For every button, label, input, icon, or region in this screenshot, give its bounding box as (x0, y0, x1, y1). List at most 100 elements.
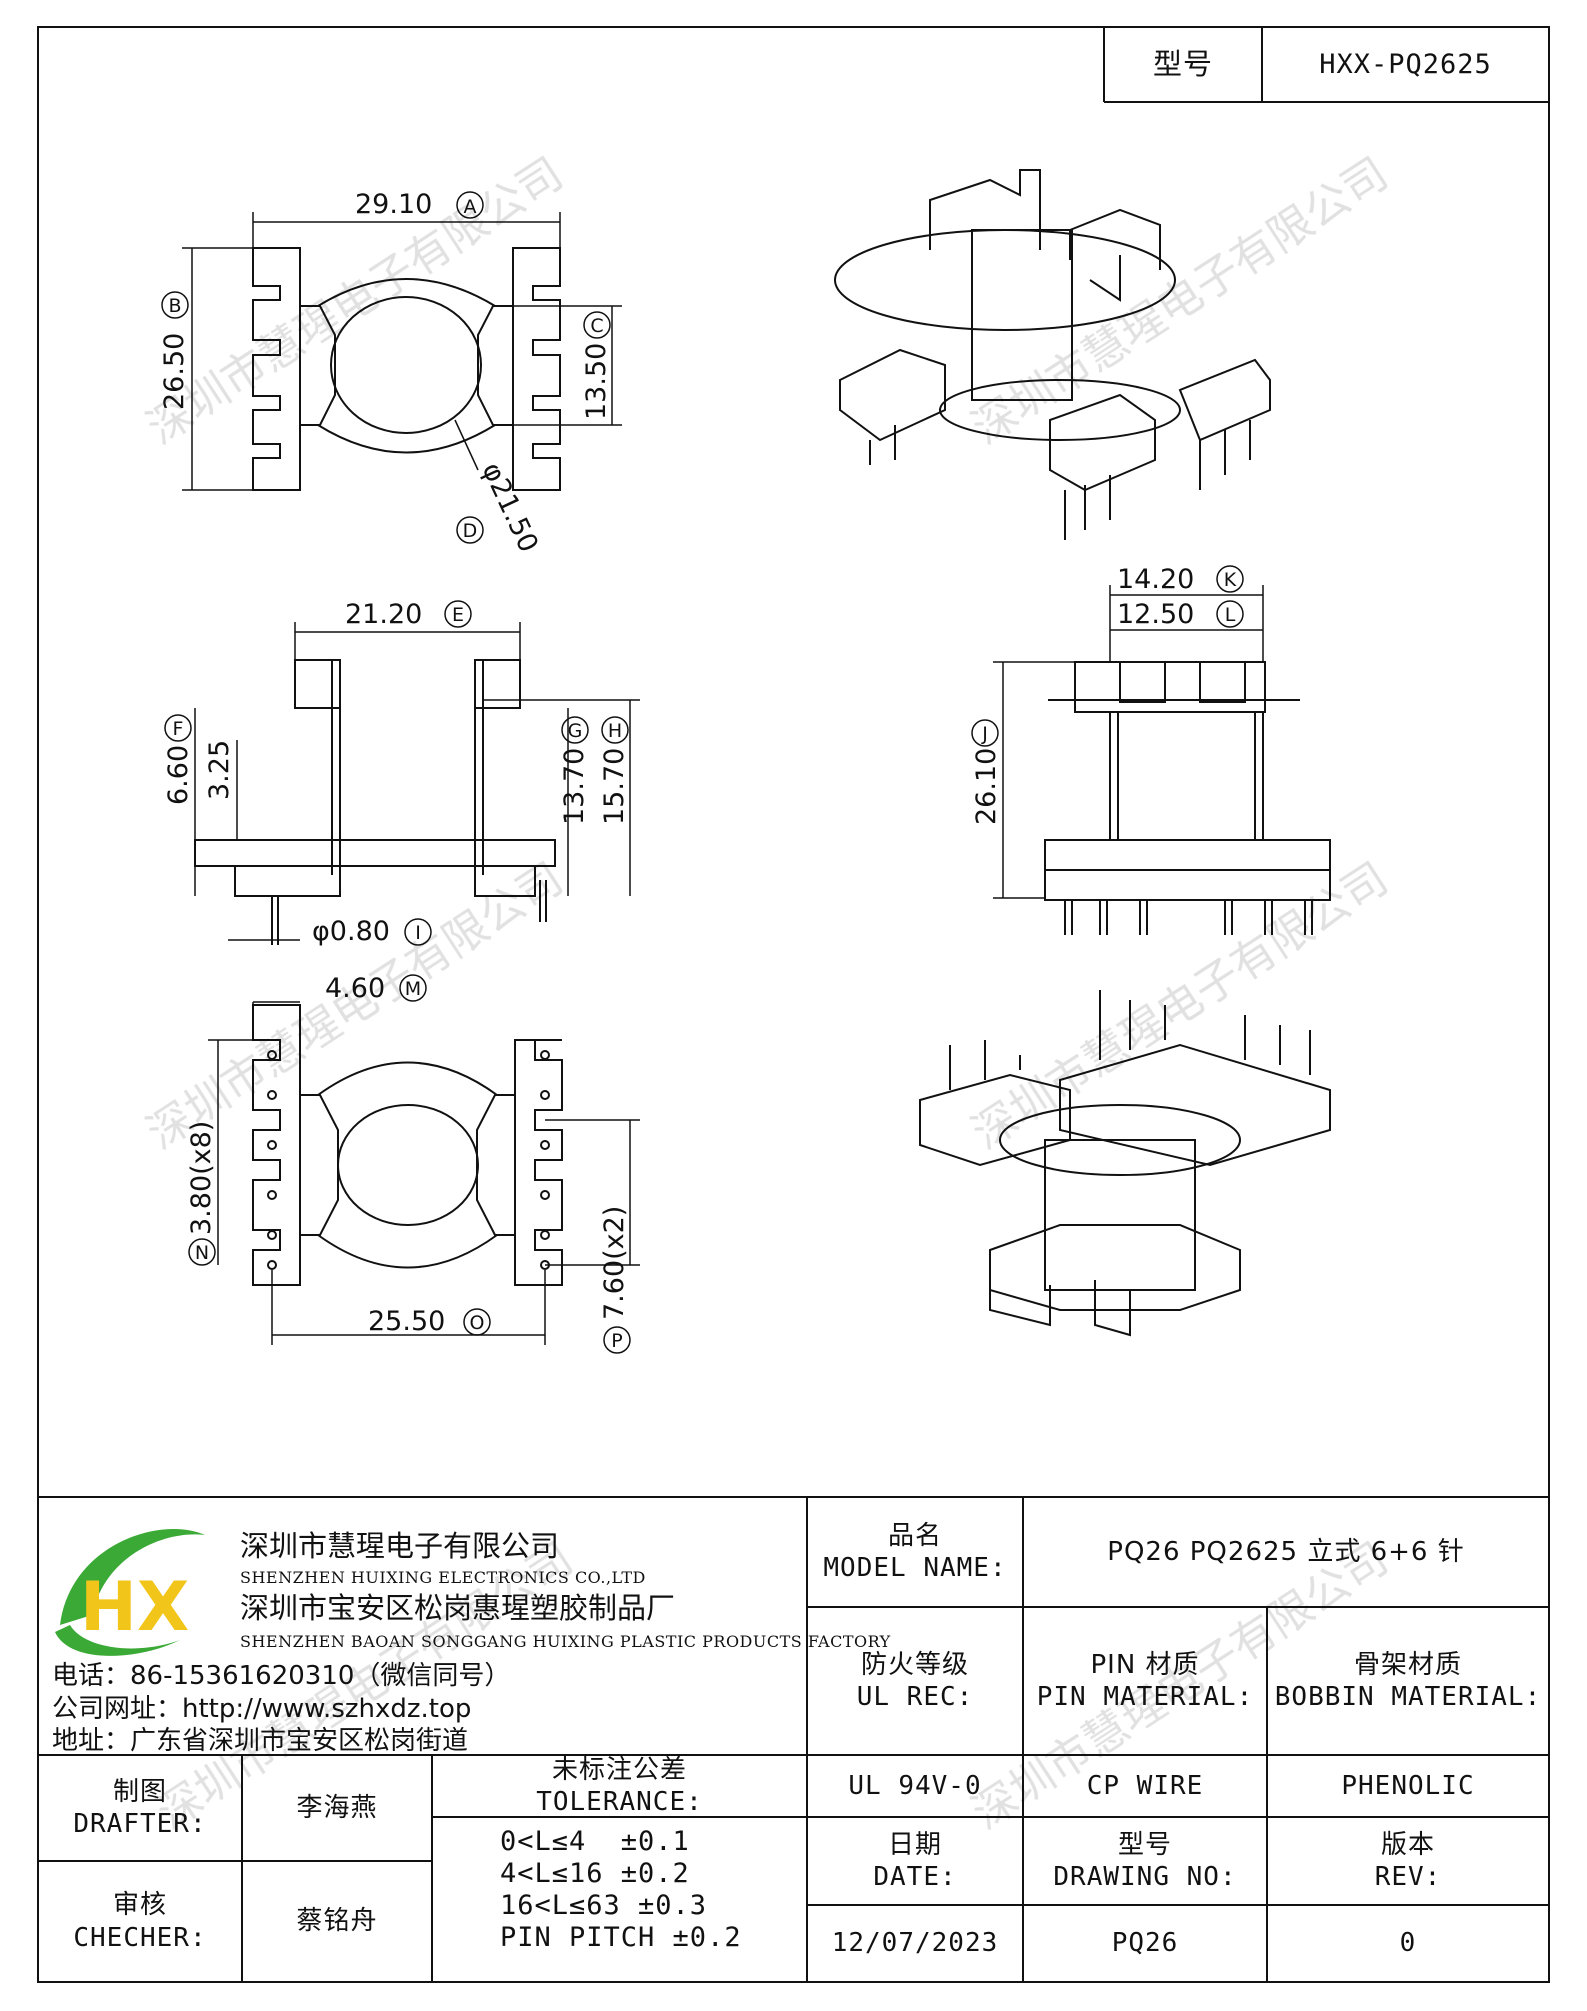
model-value: HXX-PQ2625 (1319, 48, 1492, 80)
watermark-text: 深圳市慧瑆电子有限公司 (963, 853, 1397, 1159)
svg-text:L: L (1225, 604, 1236, 626)
rev-label: 版本 REV: (1267, 1817, 1549, 1905)
factory-name-cn: 深圳市宝安区松岗惠瑆塑胶制品厂 (240, 1591, 676, 1625)
factory-name-en: SHENZHEN BAOAN SONGGANG HUIXING PLASTIC … (240, 1632, 891, 1651)
dim-a-tag: A (456, 191, 484, 219)
dim-i: φ0.80 (312, 916, 390, 947)
svg-text:G: G (568, 720, 583, 742)
tolerance-line-1: 0<L≤4 ±0.1 (500, 1826, 690, 1857)
dim-d: φ21.50 (476, 458, 544, 557)
dim-h-tag: H (601, 716, 629, 744)
dim-m: 4.60 (325, 973, 385, 1004)
rev-value: 0 (1399, 1928, 1417, 1959)
dim-f2: 3.25 (204, 740, 235, 800)
company-logo: HX (55, 1529, 205, 1656)
model-name-value: PQ26 PQ2625 立式 6+6 针 (1107, 1536, 1465, 1567)
ul-value: UL 94V-0 (848, 1770, 982, 1801)
svg-text:A: A (464, 196, 477, 218)
svg-text:M: M (405, 978, 421, 1000)
tolerance-line-2: 4<L≤16 ±0.2 (500, 1858, 690, 1889)
company-name-cn: 深圳市慧瑆电子有限公司 (240, 1529, 560, 1563)
dim-a: 29.10 (355, 189, 432, 220)
drafter-value: 李海燕 (296, 1792, 378, 1823)
dim-k: 14.20 (1117, 564, 1194, 595)
pin-material-label: PIN 材质 PIN MATERIAL: (1023, 1607, 1267, 1755)
ul-label-cn: 防火等级 (860, 1649, 969, 1680)
bobbin-material-label-cn: 骨架材质 (1353, 1649, 1462, 1680)
checker-label: 审核 CHECHER: (38, 1861, 242, 1982)
dim-f-tag: F (164, 714, 192, 742)
company-address: 地址：广东省深圳市宝安区松岗街道 (52, 1726, 469, 1756)
pin-material-label-cn: PIN 材质 (1090, 1649, 1200, 1680)
dim-l: 12.50 (1117, 599, 1194, 630)
rev-label-cn: 版本 (1380, 1829, 1435, 1860)
dim-b: 26.50 (159, 333, 190, 410)
svg-text:E: E (452, 604, 464, 626)
model-label: 型号 (1152, 47, 1213, 82)
model-name-label: 品名 MODEL NAME: (807, 1497, 1023, 1607)
svg-text:K: K (1224, 569, 1237, 591)
date-label-cn: 日期 (887, 1829, 942, 1860)
dim-j-tag: J (971, 719, 999, 747)
dim-l-tag: L (1216, 600, 1244, 628)
drafter-label: 制图 DRAFTER: (38, 1755, 242, 1861)
company-website: 公司网址：http://www.szhxdz.top (52, 1694, 472, 1724)
bobbin-material-value: PHENOLIC (1341, 1770, 1475, 1801)
svg-text:H: H (608, 720, 622, 742)
title-block-grid (38, 1496, 1549, 1982)
watermark-text: 深圳市慧瑆电子有限公司 (138, 853, 572, 1159)
dimension-labels: 29.10 A 26.50 B 13.50 C φ21.50 D 21.20 E… (159, 189, 1244, 1354)
ul-label: 防火等级 UL REC: (807, 1607, 1023, 1755)
drawing-no-value: PQ26 (1111, 1928, 1179, 1959)
dim-i-tag: I (404, 918, 432, 946)
svg-text:I: I (415, 922, 421, 944)
dim-e: 21.20 (345, 599, 422, 630)
model-name-label-cn: 品名 (887, 1520, 942, 1551)
dim-k-tag: K (1216, 565, 1244, 593)
dim-p: 7.60(x2) (599, 1206, 630, 1320)
dim-b-tag: B (161, 291, 189, 319)
svg-text:F: F (173, 718, 184, 740)
outer-frame (37, 26, 1550, 1983)
dim-o: 25.50 (368, 1306, 445, 1337)
rev-label-en: REV: (1374, 1862, 1442, 1892)
tolerance-label-en: TOLERANCE: (536, 1787, 703, 1817)
svg-text:P: P (611, 1330, 622, 1352)
drafter-label-cn: 制图 (112, 1776, 167, 1807)
dim-h: 15.70 (599, 748, 630, 825)
pin-material-value: CP WIRE (1086, 1770, 1204, 1801)
dim-o-tag: O (463, 1308, 491, 1336)
bobbin-material-label: 骨架材质 BOBBIN MATERIAL: (1267, 1607, 1549, 1755)
tolerance-line-3: 16<L≤63 ±0.3 (500, 1890, 708, 1921)
date-label: 日期 DATE: (807, 1817, 1023, 1905)
svg-text:D: D (463, 520, 478, 542)
side-view (993, 585, 1331, 935)
checker-label-en: CHECHER: (73, 1922, 207, 1953)
isometric-view-top (834, 169, 1271, 540)
dim-n-tag: N (188, 1238, 216, 1266)
logo-letters: HX (80, 1568, 189, 1647)
date-value: 12/07/2023 (831, 1928, 999, 1959)
dim-j: 26.10 (971, 748, 1002, 825)
tolerance-label: 未标注公差 TOLERANCE: (432, 1755, 807, 1818)
pin-material-label-en: PIN MATERIAL: (1036, 1682, 1254, 1712)
isometric-view-bottom (919, 990, 1331, 1337)
checker-label-cn: 审核 (112, 1890, 167, 1920)
dim-f: 6.60 (163, 745, 194, 805)
dim-n: 3.80(x8) (186, 1121, 217, 1235)
drawing-no-label-cn: 型号 (1117, 1829, 1172, 1860)
dim-g-tag: G (561, 716, 589, 744)
checker-value: 蔡铭舟 (296, 1906, 378, 1937)
svg-text:N: N (195, 1242, 209, 1264)
top-view (182, 212, 622, 491)
bobbin-material-label-en: BOBBIN MATERIAL: (1274, 1682, 1542, 1712)
dim-d-tag: D (456, 516, 484, 544)
ul-label-en: UL REC: (856, 1682, 974, 1712)
dim-p-tag: P (603, 1326, 631, 1354)
dim-g: 13.70 (559, 748, 590, 825)
company-name-en: SHENZHEN HUIXING ELECTRONICS CO.,LTD (240, 1568, 646, 1587)
front-view (194, 622, 640, 945)
drawing-no-label-en: DRAWING NO: (1053, 1862, 1237, 1892)
